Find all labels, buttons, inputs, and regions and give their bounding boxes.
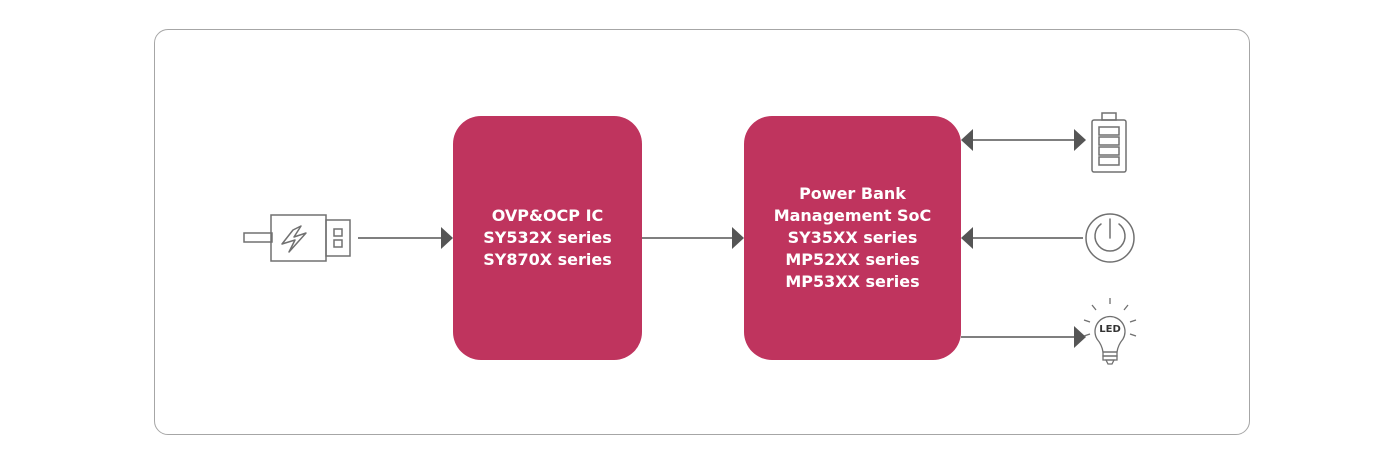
arrow-usb-to-ic xyxy=(358,227,453,249)
soc-block-line-2: Management SoC xyxy=(773,206,932,225)
arrow-soc-to-led xyxy=(961,326,1086,348)
diagram-frame xyxy=(154,29,1250,435)
arrow-soc-battery-bidirectional xyxy=(961,129,1086,151)
soc-block-line-1: Power Bank xyxy=(799,184,906,203)
soc-block-line-5: MP53XX series xyxy=(785,272,920,291)
soc-block-line-4: MP52XX series xyxy=(785,250,920,269)
usb-plug-icon xyxy=(243,214,351,262)
led-bulb-icon: LED xyxy=(1083,298,1137,365)
soc-block-line-3: SY35XX series xyxy=(787,228,918,247)
arrow-ic-to-soc xyxy=(642,227,744,249)
led-label: LED xyxy=(1099,324,1121,335)
ic-block-line-1: OVP&OCP IC xyxy=(491,206,604,225)
battery-icon xyxy=(1091,112,1127,173)
arrow-power-to-soc xyxy=(961,227,1083,249)
power-button-icon xyxy=(1085,213,1135,263)
ovp-ocp-ic-block: OVP&OCP IC SY532X series SY870X series xyxy=(453,116,642,360)
ic-block-line-2: SY532X series xyxy=(483,228,612,247)
ic-block-line-3: SY870X series xyxy=(483,250,612,269)
power-bank-soc-block: Power Bank Management SoC SY35XX series … xyxy=(744,116,961,360)
